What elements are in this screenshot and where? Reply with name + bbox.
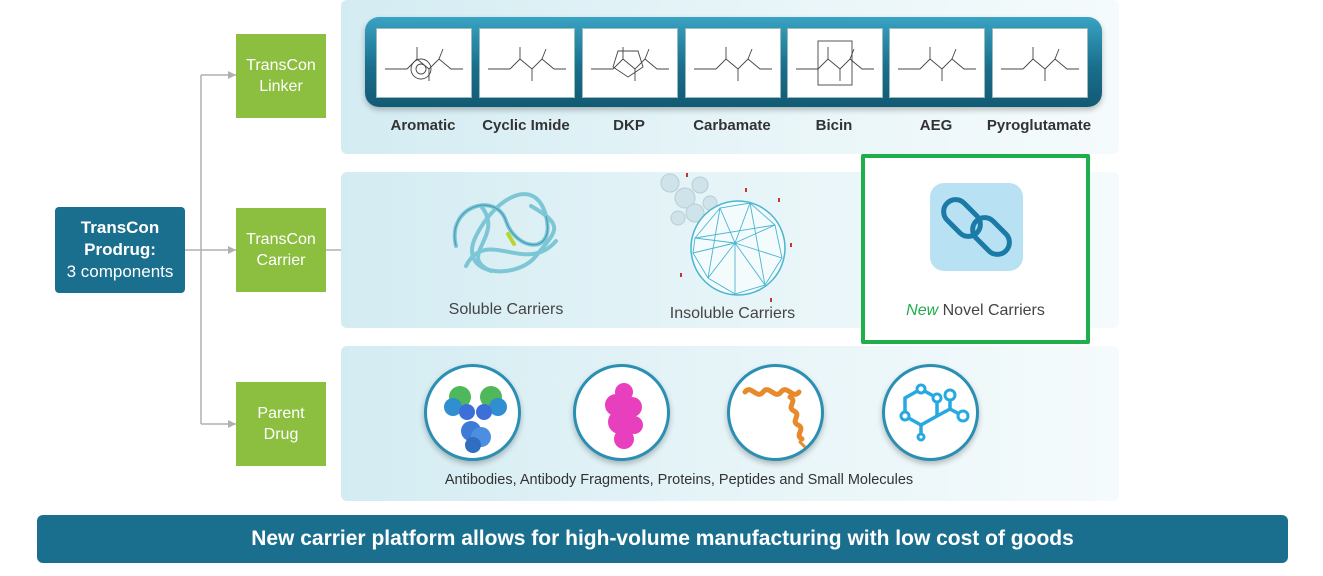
root-subtitle: 3 components: [66, 262, 174, 281]
soluble-carrier-image: [452, 192, 558, 274]
transcon-prodrug-box: TransCon Prodrug: 3 components: [55, 207, 185, 293]
carrier-line2: Carrier: [256, 252, 306, 269]
linker-structure-dkp: [582, 28, 678, 98]
novel-carriers-label: New Novel Carriers: [861, 302, 1090, 320]
parent-line1: Parent: [257, 405, 305, 422]
insoluble-carrier-image: [660, 173, 792, 302]
small-molecule-icon: [899, 383, 970, 442]
linker-line1: TransCon: [246, 57, 316, 74]
carrier-line1: TransCon: [246, 231, 316, 248]
insoluble-carriers-label: Insoluble Carriers: [669, 305, 796, 322]
linker-label-dkp: DKP: [613, 117, 645, 134]
parent-drug-box: Parent Drug: [236, 382, 326, 466]
linker-structure-bicin: [787, 28, 883, 98]
footer-banner: New carrier platform allows for high-vol…: [37, 515, 1288, 563]
chain-link-tile: [930, 183, 1023, 271]
linker-structure-cyclic-imide: [479, 28, 575, 98]
new-tag: New: [906, 302, 939, 319]
novel-carriers-text: Novel Carriers: [942, 302, 1045, 319]
linker-label-pyroglutamate: Pyroglutamate: [986, 117, 1092, 134]
root-title: TransCon Prodrug:: [80, 218, 160, 259]
soluble-carriers-label: Soluble Carriers: [448, 301, 564, 318]
parent-line2: Drug: [263, 426, 299, 443]
linker-label-cyclic-imide: Cyclic Imide: [482, 117, 570, 134]
chain-link-icon: [941, 197, 1012, 257]
linker-label-aromatic: Aromatic: [390, 117, 456, 134]
linker-label-bicin: Bicin: [815, 117, 853, 134]
linker-structure-aeg: [889, 28, 985, 98]
linker-structure-pyroglutamate: [992, 28, 1088, 98]
linker-structure-aromatic: [376, 28, 472, 98]
transcon-linker-box: TransCon Linker: [236, 34, 326, 118]
antibody-icon: [444, 386, 507, 453]
antibody-circle: [424, 364, 521, 461]
parent-drugs-caption: Antibodies, Antibody Fragments, Proteins…: [444, 472, 914, 488]
peptide-circle: [727, 364, 824, 461]
protein-icon: [605, 383, 643, 449]
linker-line2: Linker: [259, 78, 303, 95]
transcon-carrier-box: TransCon Carrier: [236, 208, 326, 292]
footer-text: New carrier platform allows for high-vol…: [251, 527, 1074, 550]
protein-circle: [573, 364, 670, 461]
linker-structure-carbamate: [685, 28, 781, 98]
linker-label-carbamate: Carbamate: [693, 117, 771, 134]
small-molecule-circle: [882, 364, 979, 461]
linker-label-aeg: AEG: [919, 117, 953, 134]
